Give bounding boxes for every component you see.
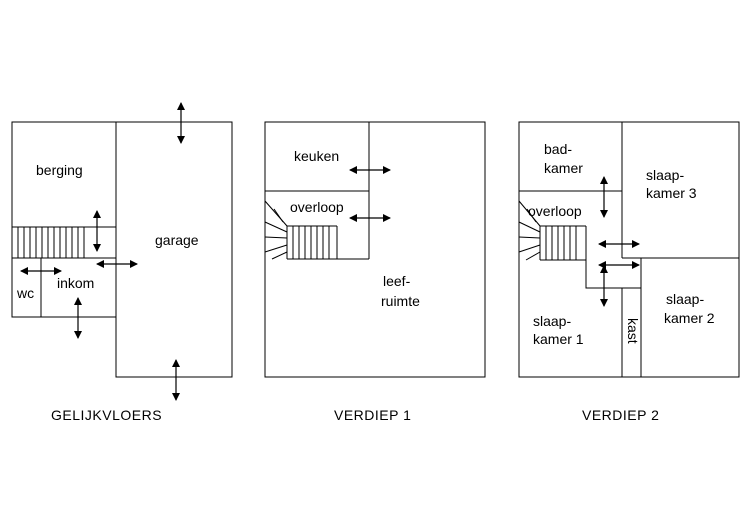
room-label-slaapkamer-3-1: slaap- (646, 167, 684, 183)
arrows-gelijkvloers (20, 102, 185, 401)
room-label-slaapkamer-1-2: kamer 1 (533, 331, 584, 347)
caption-verdiep-2: VERDIEP 2 (582, 407, 659, 423)
room-label-overloop: overloop (290, 199, 344, 215)
caption-verdiep-1: VERDIEP 1 (334, 407, 411, 423)
room-label-slaapkamer-2-2: kamer 2 (664, 310, 715, 326)
room-label-badkamer-1: bad- (544, 141, 572, 157)
room-label-berging: berging (36, 162, 83, 178)
caption-gelijkvloers: GELIJKVLOERS (51, 407, 162, 423)
room-label-slaapkamer-1-1: slaap- (533, 313, 571, 329)
room-label-overloop-2: overloop (528, 203, 582, 219)
plan-verdiep-2: bad- kamer overloop slaap- kamer 3 slaap… (518, 121, 740, 423)
plan-verdiep-1: keuken overloop leef- ruimte VERDIEP 1 (264, 121, 486, 423)
room-label-garage: garage (155, 232, 199, 248)
room-label-slaapkamer-3-2: kamer 3 (646, 185, 697, 201)
plan-gelijkvloers: berging garage inkom wc GELIJKVLOERS (11, 102, 233, 423)
arrows-verdiep-2 (598, 176, 640, 307)
staircase-verdiep-1 (264, 200, 338, 260)
staircase-verdiep-2 (518, 200, 587, 261)
arrows-verdiep-1 (349, 166, 391, 222)
staircase-gelijkvloers (11, 227, 85, 258)
room-label-wc: wc (16, 285, 34, 301)
room-label-inkom: inkom (57, 275, 94, 291)
room-label-leefruimte-2: ruimte (381, 293, 420, 309)
room-label-slaapkamer-2-1: slaap- (666, 291, 704, 307)
room-label-kast: kast (625, 318, 641, 344)
room-label-leefruimte-1: leef- (383, 273, 411, 289)
walls-gelijkvloers (11, 121, 233, 378)
room-label-badkamer-2: kamer (544, 160, 583, 176)
walls-verdiep-1 (264, 121, 486, 378)
room-label-keuken: keuken (294, 148, 339, 164)
